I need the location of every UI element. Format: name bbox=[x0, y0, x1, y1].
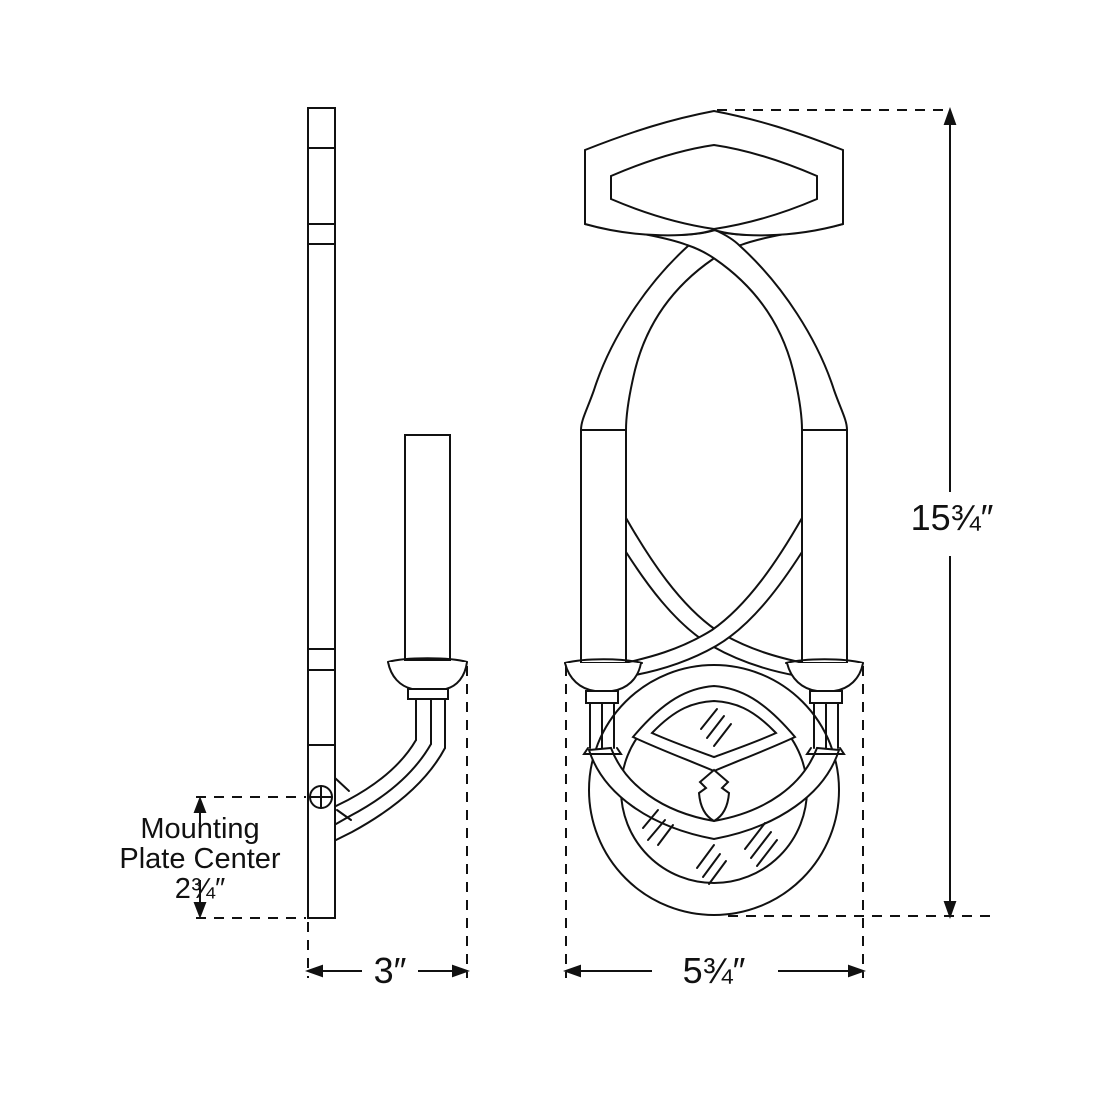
mounting-note-value: 2¾″ bbox=[175, 873, 226, 905]
front-candle-right bbox=[801, 429, 848, 664]
front-bobeche-left bbox=[564, 658, 643, 755]
mounting-note: Mounting Plate Center 2¾″ bbox=[119, 813, 281, 905]
dimension-lines bbox=[193, 107, 957, 978]
backplate-cutout bbox=[610, 143, 818, 231]
fan-glass-hatch bbox=[700, 708, 732, 747]
side-bobeche bbox=[387, 657, 468, 700]
fan-mirror bbox=[631, 684, 797, 773]
front-bobeche-right bbox=[785, 658, 864, 755]
side-view bbox=[307, 107, 468, 919]
mounting-note-line1: Mounting bbox=[140, 813, 259, 845]
height-label: 15¾″ bbox=[911, 497, 994, 538]
side-candle bbox=[404, 434, 451, 661]
front-view bbox=[564, 109, 864, 916]
side-arm bbox=[334, 698, 446, 841]
front-candle-left bbox=[580, 429, 627, 664]
front-width-label: 5¾″ bbox=[683, 950, 746, 991]
upper-cross-arch bbox=[579, 223, 849, 431]
mounting-screw-icon bbox=[309, 785, 333, 809]
center-finial bbox=[697, 768, 731, 823]
mounting-note-line2: Plate Center bbox=[119, 843, 281, 875]
extension-lines bbox=[196, 109, 996, 978]
dim-front-width bbox=[563, 964, 866, 978]
lower-cross bbox=[618, 514, 810, 678]
side-plate-divisions bbox=[307, 147, 336, 746]
dimension-labels: 15¾″ 5¾″ 3″ Mounting Plate Center 2¾″ bbox=[119, 497, 993, 991]
side-width-label: 3″ bbox=[374, 950, 407, 991]
dim-mounting bbox=[193, 796, 207, 919]
dim-height bbox=[943, 107, 957, 919]
backplate bbox=[584, 109, 844, 237]
dim-side-width bbox=[305, 964, 470, 978]
mirror-glass-hatch bbox=[642, 809, 778, 885]
